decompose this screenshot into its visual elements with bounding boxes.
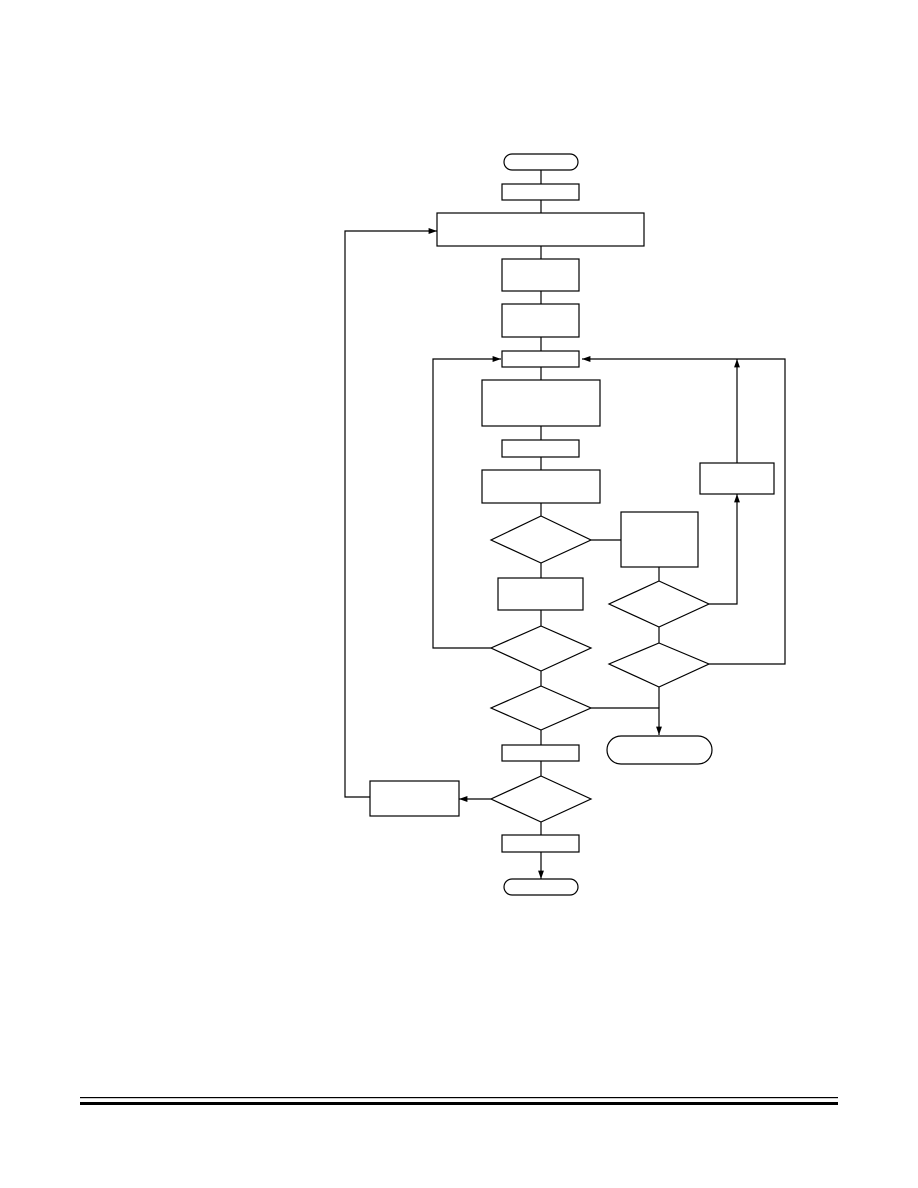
edge-decision6-right-loop [582, 356, 786, 665]
edge-decision2-loop-back [432, 356, 501, 649]
process-box-right [620, 511, 699, 568]
process-box-10 [501, 834, 580, 853]
decision-5 [607, 580, 711, 628]
start-terminal [503, 153, 579, 171]
exit-terminal-right [606, 735, 713, 765]
footer-rule-thin [80, 1097, 838, 1099]
process-box-7 [481, 469, 601, 504]
process-box-4 [501, 303, 580, 338]
process-box-left [369, 780, 460, 817]
process-box-1 [501, 183, 580, 201]
process-box-3 [501, 258, 580, 292]
decision-1 [489, 515, 593, 564]
process-box-6 [501, 439, 580, 458]
process-box-8 [497, 577, 584, 611]
loop-head-box [501, 350, 580, 368]
edge-decision3-to-end-right [591, 707, 662, 735]
footer-rule-thick [80, 1102, 838, 1105]
flowchart-connectors [344, 170, 786, 879]
process-box-2 [436, 212, 645, 247]
decision-3 [489, 685, 593, 731]
process-box-5 [481, 379, 601, 427]
edge-decision5-to-side-box [709, 494, 740, 605]
process-box-9 [501, 744, 580, 762]
edge-left-box-outer-loop [344, 228, 437, 798]
end-terminal [503, 878, 579, 896]
decision-6 [607, 642, 711, 688]
decision-2 [489, 625, 593, 672]
decision-4 [489, 775, 593, 823]
process-box-far-right [699, 462, 775, 495]
